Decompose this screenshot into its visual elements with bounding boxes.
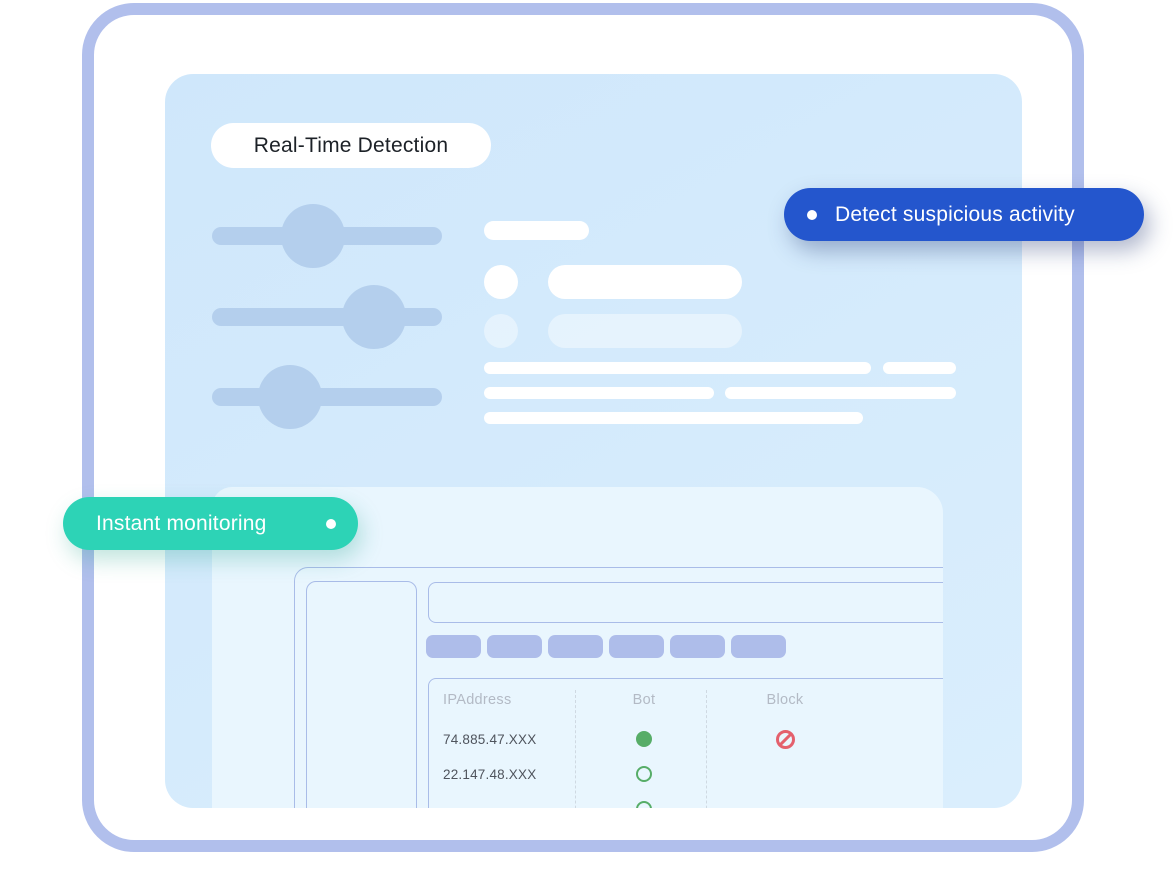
bullet-dot-icon <box>807 209 817 220</box>
callout-detect-suspicious-activity: Detect suspicious activity <box>784 188 1144 241</box>
slider-track-3[interactable] <box>212 388 442 406</box>
mock-search-bar[interactable] <box>428 582 943 623</box>
callout-label: Instant monitoring <box>96 511 267 535</box>
skeleton-line-1a <box>484 362 871 374</box>
mock-window <box>294 567 943 808</box>
filter-chip-5[interactable] <box>670 635 725 658</box>
panel-title-pill: Real-Time Detection <box>211 123 491 168</box>
bot-clean-icon <box>636 766 652 782</box>
column-divider-2 <box>706 690 707 808</box>
column-divider-1 <box>575 690 576 808</box>
filter-chip-2[interactable] <box>487 635 542 658</box>
detection-panel: Real-Time Detection <box>165 74 1022 808</box>
column-header-ipaddress: IPAddress <box>443 692 512 708</box>
slider-track-2[interactable] <box>212 308 442 326</box>
filter-chip-4[interactable] <box>609 635 664 658</box>
skeleton-line-2b <box>725 387 956 399</box>
bot-clean-icon <box>636 801 652 808</box>
skeleton-bar-2 <box>548 314 742 348</box>
column-header-bot: Bot <box>632 692 656 708</box>
filter-chip-6[interactable] <box>731 635 786 658</box>
mock-sidebar <box>306 581 417 808</box>
bullet-dot-icon <box>326 518 336 529</box>
panel-title: Real-Time Detection <box>253 133 449 157</box>
callout-label: Detect suspicious activity <box>835 202 1075 226</box>
table-row-1-ip: 74.885.47.XXX <box>443 732 537 747</box>
mock-table-container <box>428 678 943 808</box>
slider-handle-3[interactable] <box>258 365 322 429</box>
skeleton-avatar-1 <box>484 265 518 299</box>
slider-handle-1[interactable] <box>281 204 345 268</box>
skeleton-bar-1 <box>548 265 742 299</box>
skeleton-avatar-2 <box>484 314 518 348</box>
filter-chip-3[interactable] <box>548 635 603 658</box>
mock-filter-chips <box>426 635 786 658</box>
block-prohibition-icon[interactable] <box>776 730 795 749</box>
column-header-block: Block <box>766 692 804 708</box>
table-row-2-ip: 22.147.48.XXX <box>443 767 537 782</box>
bot-detected-icon <box>636 731 652 747</box>
filter-chip-1[interactable] <box>426 635 481 658</box>
skeleton-line-3 <box>484 412 863 424</box>
slider-handle-2[interactable] <box>342 285 406 349</box>
callout-instant-monitoring: Instant monitoring <box>63 497 358 550</box>
skeleton-line-1b <box>883 362 956 374</box>
skeleton-line-2a <box>484 387 714 399</box>
skeleton-label <box>484 221 589 240</box>
